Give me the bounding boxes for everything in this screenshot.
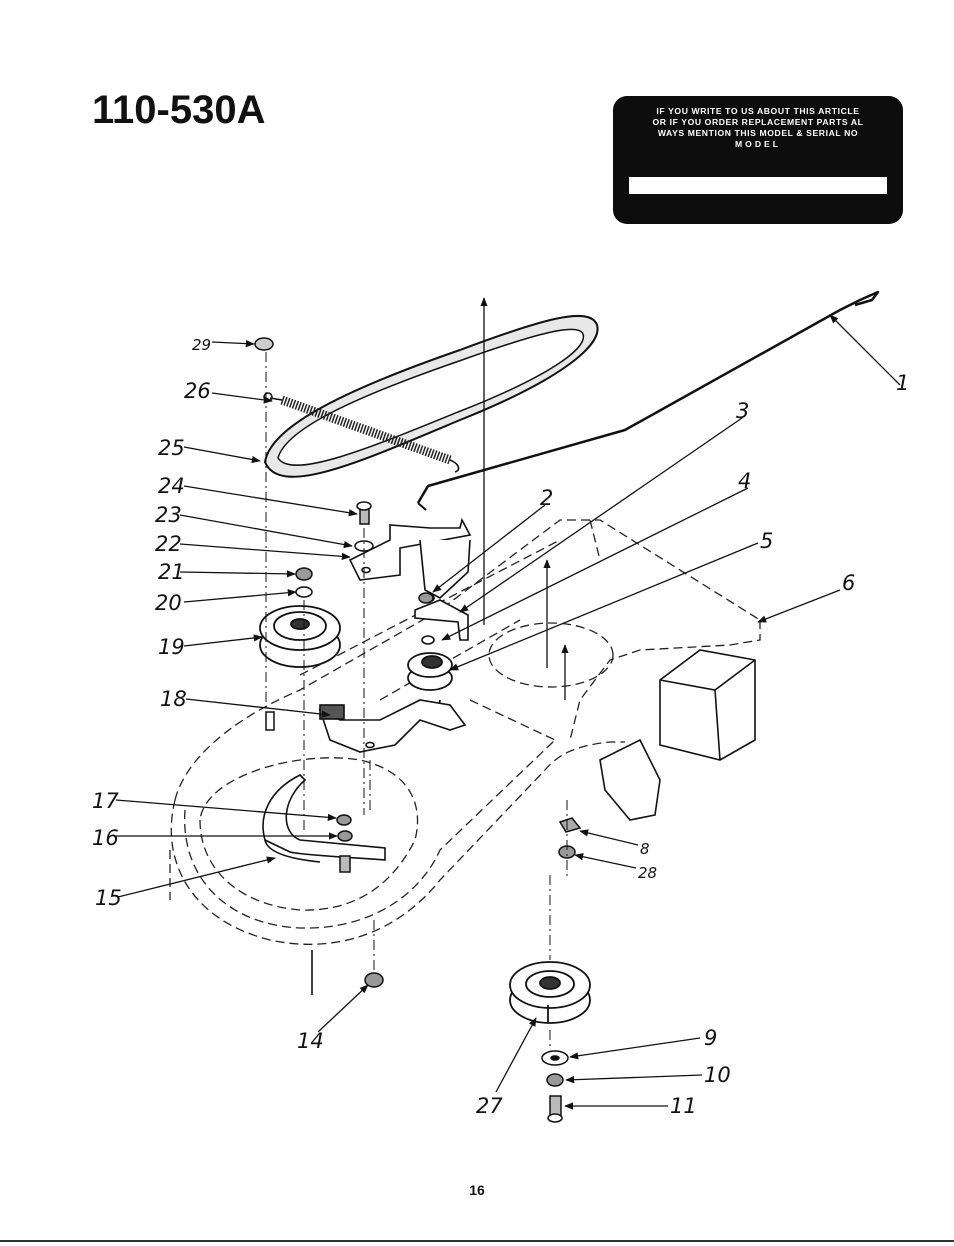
callout-4: 4 bbox=[738, 469, 751, 493]
callout-11: 11 bbox=[670, 1094, 697, 1118]
engine-pulley bbox=[259, 605, 341, 668]
callout-9: 9 bbox=[704, 1026, 717, 1050]
callout-21: 21 bbox=[158, 560, 185, 584]
callout-28: 28 bbox=[638, 864, 657, 882]
deck-bracket-right bbox=[311, 649, 756, 995]
callout-19: 19 bbox=[158, 635, 185, 659]
model-title: 110-530A bbox=[92, 88, 266, 132]
bottom-rule bbox=[0, 1240, 954, 1242]
callout-16: 16 bbox=[92, 826, 119, 850]
clutch-rod bbox=[416, 290, 880, 511]
callout-17: 17 bbox=[92, 789, 119, 813]
callout-24: 24 bbox=[158, 474, 185, 498]
notice-line-3: WAYS MENTION THIS MODEL & SERIAL NO bbox=[657, 128, 859, 138]
callout-labels: 29 26 25 24 23 22 21 20 19 18 17 16 15 1… bbox=[92, 336, 909, 1118]
assembly-centerlines bbox=[265, 352, 568, 1050]
parts-notice-label: IF YOU WRITE TO US ABOUT THIS ARTICLE OR… bbox=[613, 96, 903, 224]
callout-22: 22 bbox=[155, 532, 182, 556]
callout-26: 26 bbox=[184, 379, 211, 403]
page-number: 16 bbox=[469, 1182, 485, 1198]
idler-bracket-lower bbox=[318, 699, 467, 753]
callout-20: 20 bbox=[155, 591, 182, 615]
callout-25: 25 bbox=[158, 436, 185, 460]
callout-15: 15 bbox=[95, 886, 122, 910]
spindle-pulley bbox=[509, 961, 591, 1024]
callout-27: 27 bbox=[476, 1094, 503, 1118]
notice-line-model: MODEL bbox=[734, 139, 782, 149]
notice-line-2: OR IF YOU ORDER REPLACEMENT PARTS AL bbox=[652, 117, 864, 127]
callout-23: 23 bbox=[155, 503, 182, 527]
callout-1: 1 bbox=[896, 371, 909, 395]
model-serial-blank-field bbox=[629, 177, 887, 194]
idler-bracket-upper bbox=[348, 517, 472, 599]
mower-deck-outline bbox=[169, 519, 761, 945]
hardware-parts bbox=[254, 337, 582, 1123]
callout-14: 14 bbox=[297, 1029, 324, 1053]
callout-10: 10 bbox=[704, 1063, 731, 1087]
callout-18: 18 bbox=[160, 687, 187, 711]
callout-5: 5 bbox=[760, 529, 773, 553]
callout-leader-lines bbox=[115, 314, 901, 1110]
callout-29: 29 bbox=[192, 336, 211, 354]
callout-3: 3 bbox=[736, 399, 749, 423]
callout-8: 8 bbox=[640, 840, 650, 858]
callout-6: 6 bbox=[842, 571, 855, 595]
belt-guide bbox=[262, 774, 386, 863]
drive-belt bbox=[263, 314, 599, 478]
reference-arrows bbox=[480, 297, 569, 700]
callout-2: 2 bbox=[540, 486, 553, 510]
notice-line-1: IF YOU WRITE TO US ABOUT THIS ARTICLE bbox=[656, 106, 860, 116]
